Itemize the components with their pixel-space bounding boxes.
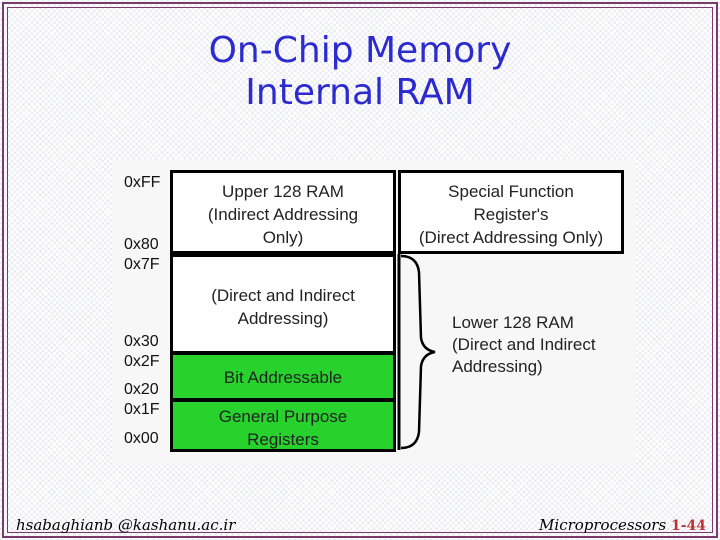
block-label: Bit Addressable xyxy=(223,368,343,387)
footer-course: Microprocessors 1-44 xyxy=(539,516,706,534)
block-label: (Direct and Indirect xyxy=(452,335,596,354)
address-label: 0x7F xyxy=(124,256,160,273)
slide-frame-inner xyxy=(7,7,713,533)
address-label: 0x00 xyxy=(124,430,159,447)
page-number: 1-44 xyxy=(670,518,706,534)
block-label: Special Function xyxy=(448,182,574,201)
block-label: Upper 128 RAM xyxy=(222,182,344,201)
block-label: Only) xyxy=(262,228,304,247)
address-label: 0x20 xyxy=(124,381,159,398)
block-label: General Purpose xyxy=(218,407,348,426)
title-line-2: Internal RAM xyxy=(245,72,475,113)
address-label: 0x30 xyxy=(124,333,159,350)
address-label: 0x1F xyxy=(124,401,160,418)
block-label: (Indirect Addressing xyxy=(207,205,359,224)
block-label: Registers xyxy=(247,430,319,449)
upper-128-ram-block: Upper 128 RAM (Indirect Addressing Only) xyxy=(170,170,396,254)
sfr-block: Special Function Register's (Direct Addr… xyxy=(398,170,624,254)
block-label: Lower 128 RAM xyxy=(452,313,574,332)
block-label: Addressing) xyxy=(452,357,543,376)
lower-128-ram-label: Lower 128 RAM (Direct and Indirect Addre… xyxy=(452,312,596,378)
block-label: Register's xyxy=(473,205,549,224)
bit-addressable-block: Bit Addressable xyxy=(170,352,396,401)
title-line-1: On-Chip Memory xyxy=(208,30,512,71)
address-label: 0x2F xyxy=(124,353,160,370)
course-name: Microprocessors xyxy=(539,516,667,534)
slide-title: On-Chip Memory Internal RAM xyxy=(0,30,720,114)
address-label: 0x80 xyxy=(124,236,159,253)
block-label: Addressing) xyxy=(237,309,329,328)
address-label: 0xFF xyxy=(124,174,161,191)
block-label: (Direct and Indirect xyxy=(211,286,355,305)
block-label: (Direct Addressing Only) xyxy=(418,228,604,247)
general-purpose-registers-block: General Purpose Registers xyxy=(170,399,396,452)
direct-indirect-block: (Direct and Indirect Addressing) xyxy=(170,254,396,354)
footer-email: hsabaghianb @kashanu.ac.ir xyxy=(16,516,236,534)
lower-ram-brace xyxy=(397,254,436,450)
